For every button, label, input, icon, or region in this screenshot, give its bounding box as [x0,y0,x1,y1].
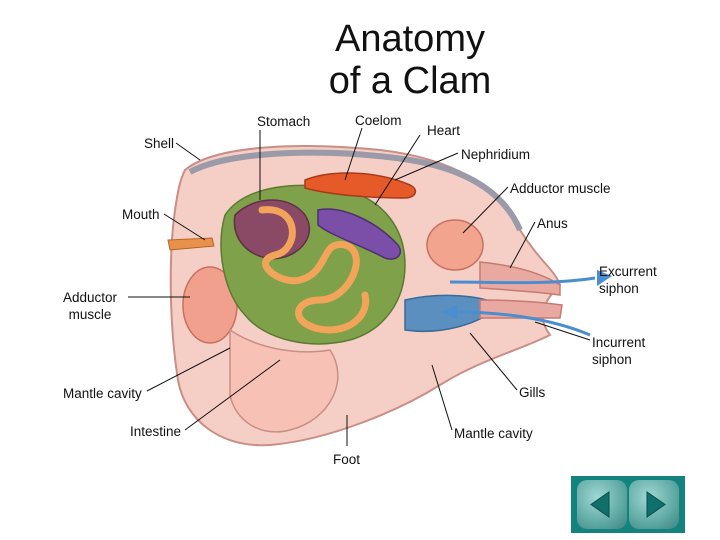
navigation-bar [571,476,685,533]
label-adductor-left-line-1: Adductor [63,289,117,306]
triangle-right-icon [629,480,679,529]
label-nephridium: Nephridium [461,146,530,163]
label-foot: Foot [333,451,360,468]
label-gills: Gills [519,384,545,401]
label-intestine: Intestine [130,423,181,440]
label-mouth: Mouth [122,206,160,223]
forward-button[interactable] [629,480,679,529]
label-excurrent-siphon: Excurrent siphon [599,263,657,297]
label-stomach: Stomach [257,113,310,130]
label-excurrent-line-1: Excurrent [599,263,657,280]
label-adductor-left-line-2: muscle [63,306,117,323]
label-adductor-muscle-left: Adductor muscle [63,289,117,323]
label-incurrent-line-2: siphon [592,351,645,368]
label-mantle-cavity-bottom: Mantle cavity [454,425,533,442]
right-adductor-muscle [427,220,483,270]
label-incurrent-line-1: Incurrent [592,334,645,351]
label-shell: Shell [144,135,174,152]
label-coelom: Coelom [355,112,402,129]
label-incurrent-siphon: Incurrent siphon [592,334,645,368]
label-mantle-cavity-left: Mantle cavity [63,385,142,402]
label-adductor-muscle-right: Adductor muscle [510,180,611,197]
back-button[interactable] [577,480,627,529]
triangle-left-icon [577,480,627,529]
label-anus: Anus [537,215,568,232]
label-heart: Heart [427,122,460,139]
label-excurrent-line-2: siphon [599,280,657,297]
